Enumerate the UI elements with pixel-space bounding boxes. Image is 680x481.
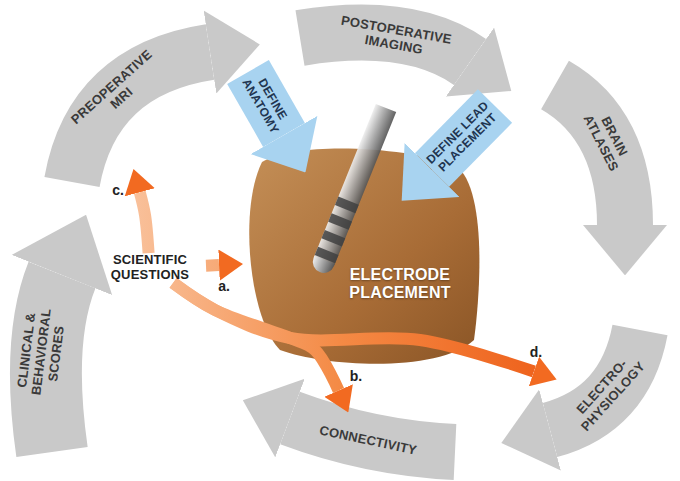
- node-text: ELECTRO- PHYSIOLOGY: [565, 346, 651, 437]
- cycle-step: CONNECTIVITY: [318, 423, 419, 458]
- electrode-lead: [309, 104, 396, 276]
- callout-letter: b.: [350, 368, 362, 384]
- define-step: DEFINE LEAD PLACEMENT: [421, 96, 506, 181]
- lead-shaft: [314, 104, 396, 265]
- define-step: DEFINE ANATOMY: [236, 64, 297, 142]
- callout-letter: a.: [218, 278, 230, 294]
- node-text: DEFINE LEAD PLACEMENT: [421, 96, 506, 181]
- lead-contact: [335, 197, 359, 214]
- question-arrow: [206, 259, 219, 272]
- node-text: POSTOPERATIVE IMAGING: [334, 13, 455, 63]
- node-text: CONNECTIVITY: [318, 423, 419, 458]
- lead-contact: [315, 247, 339, 264]
- node-text: CLINICAL & BEHAVIORAL SCORES: [14, 302, 70, 403]
- node-text: SCIENTIFIC QUESTIONS: [94, 253, 206, 283]
- callout-letter: d.: [530, 344, 542, 360]
- node-text: BRAIN ATLASES: [577, 101, 636, 179]
- cycle-step: PREOPERATIVE MRI: [65, 44, 168, 141]
- central-structure: ELECTRODE PLACEMENT: [245, 148, 485, 370]
- cycle-step: ELECTRO- PHYSIOLOGY: [565, 346, 651, 437]
- cycle-step: CLINICAL & BEHAVIORAL SCORES: [14, 302, 70, 403]
- lead-contact: [328, 213, 352, 230]
- question-source: SCIENTIFIC QUESTIONS: [94, 253, 206, 283]
- node-text: PREOPERATIVE MRI: [65, 44, 168, 141]
- node-text: ELECTRODE PLACEMENT: [340, 266, 460, 303]
- cycle-step: POSTOPERATIVE IMAGING: [334, 13, 455, 63]
- node-text: DEFINE ANATOMY: [236, 64, 297, 142]
- cycle-arrows: [46, 33, 640, 452]
- question-arrow: [140, 192, 149, 253]
- callout-letter: c.: [112, 182, 124, 198]
- cycle-step: BRAIN ATLASES: [577, 101, 636, 179]
- lead-contact: [321, 230, 345, 247]
